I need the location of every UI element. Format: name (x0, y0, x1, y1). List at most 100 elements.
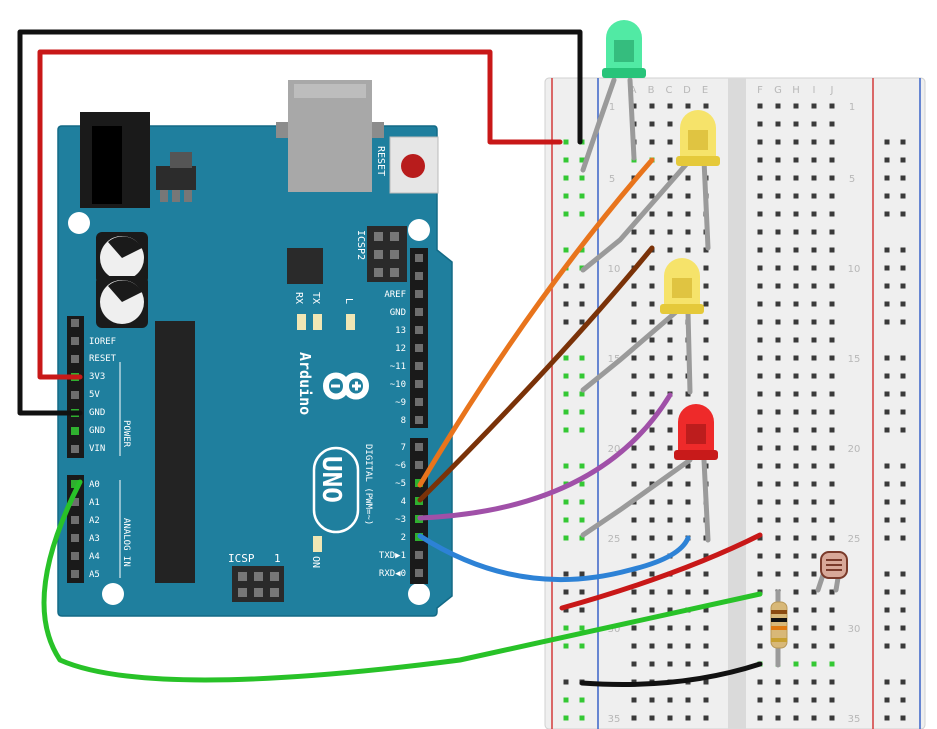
led-red-leg-anode (701, 457, 711, 543)
pin-label: 12 (395, 344, 406, 354)
breadboard-hole (703, 355, 709, 361)
breadboard-hole (685, 589, 691, 595)
breadboard-hole (775, 499, 781, 505)
pin-label: AREF (384, 290, 406, 300)
arduino-board: RESET ICSP2 ICSP 1 RX TX L ON (57, 80, 453, 617)
photoresistor (820, 551, 848, 579)
breadboard-hole (631, 193, 637, 199)
breadboard-hole (579, 427, 585, 433)
breadboard-hole (900, 679, 906, 685)
breadboard-hole (884, 535, 890, 541)
breadboard-hole (829, 319, 835, 325)
led-green-leg-cathode (580, 77, 617, 173)
breadboard-hole (884, 463, 890, 469)
breadboard-hole (884, 373, 890, 379)
breadboard-hole (667, 481, 673, 487)
breadboard-hole (563, 391, 569, 397)
breadboard-hole (811, 193, 817, 199)
header-pin (71, 498, 79, 506)
breadboard-hole (829, 643, 835, 649)
row-label: 1 (849, 102, 855, 113)
breadboard-hole (631, 481, 637, 487)
breadboard-hole (579, 373, 585, 379)
breadboard-hole (649, 103, 655, 109)
breadboard-hole (579, 517, 585, 523)
breadboard-hole (631, 553, 637, 559)
breadboard-hole (900, 175, 906, 181)
breadboard-hole (775, 517, 781, 523)
breadboard-hole (900, 481, 906, 487)
breadboard-hole (757, 301, 763, 307)
breadboard-hole (884, 355, 890, 361)
breadboard-hole (811, 391, 817, 397)
breadboard-hole (757, 679, 763, 685)
breadboard-hole (649, 571, 655, 577)
breadboard-hole (900, 247, 906, 253)
breadboard-hole (829, 499, 835, 505)
breadboard-hole (579, 211, 585, 217)
pin-label: VIN (89, 444, 105, 454)
breadboard-hole (703, 589, 709, 595)
breadboard-hole (757, 481, 763, 487)
breadboard-hole (811, 265, 817, 271)
row-label: 35 (608, 714, 621, 725)
breadboard-hole (649, 661, 655, 667)
breadboard-hole (793, 661, 799, 667)
breadboard-hole (579, 625, 585, 631)
breadboard-hole (649, 589, 655, 595)
breadboard-hole (579, 571, 585, 577)
mounting-hole (68, 212, 90, 234)
breadboard-hole (579, 193, 585, 199)
breadboard-hole (775, 391, 781, 397)
breadboard-hole (667, 373, 673, 379)
breadboard-hole (631, 697, 637, 703)
breadboard-hole (811, 589, 817, 595)
breadboard-hole (900, 409, 906, 415)
breadboard-hole (631, 409, 637, 415)
column-labels-right: F G H I J (757, 85, 833, 96)
breadboard-hole (775, 697, 781, 703)
icsp2-label: ICSP2 (355, 230, 366, 260)
breadboard-hole (793, 517, 799, 523)
power-header (67, 316, 84, 458)
pin-label: RXD◀0 (379, 569, 406, 579)
breadboard-hole (685, 211, 691, 217)
header-pin (415, 461, 423, 469)
breadboard-hole (667, 229, 673, 235)
breadboard-hole (900, 265, 906, 271)
power-pin-labels: IOREF RESET 3V3 5V GND GND VIN (89, 337, 117, 454)
breadboard-hole (900, 211, 906, 217)
pin-label: 3V3 (89, 372, 105, 382)
breadboard-hole (793, 319, 799, 325)
breadboard-hole (811, 625, 817, 631)
header-pin (71, 480, 79, 488)
reset-button[interactable] (389, 136, 439, 194)
wire-pin3-purple (417, 392, 673, 521)
breadboard-hole (829, 175, 835, 181)
breadboard-hole (631, 103, 637, 109)
breadboard-hole (829, 373, 835, 379)
breadboard-hole (793, 427, 799, 433)
breadboard-hole (631, 337, 637, 343)
breadboard-hole (829, 301, 835, 307)
breadboard-hole (579, 607, 585, 613)
breadboard-hole (757, 445, 763, 451)
header-pin (415, 380, 423, 388)
row-label: 15 (608, 354, 621, 365)
header-pin (71, 319, 79, 327)
pin-label: IOREF (89, 337, 116, 347)
breadboard-hole (631, 211, 637, 217)
breadboard-hole (900, 355, 906, 361)
pin-label: GND (89, 426, 105, 436)
breadboard-hole (757, 499, 763, 505)
breadboard-hole (579, 499, 585, 505)
breadboard-hole (649, 301, 655, 307)
breadboard-hole (649, 283, 655, 289)
breadboard-hole (811, 499, 817, 505)
breadboard-hole (829, 247, 835, 253)
breadboard-hole (563, 679, 569, 685)
breadboard-hole (667, 157, 673, 163)
breadboard-hole (829, 697, 835, 703)
header-pin (71, 337, 79, 345)
breadboard-hole (793, 283, 799, 289)
